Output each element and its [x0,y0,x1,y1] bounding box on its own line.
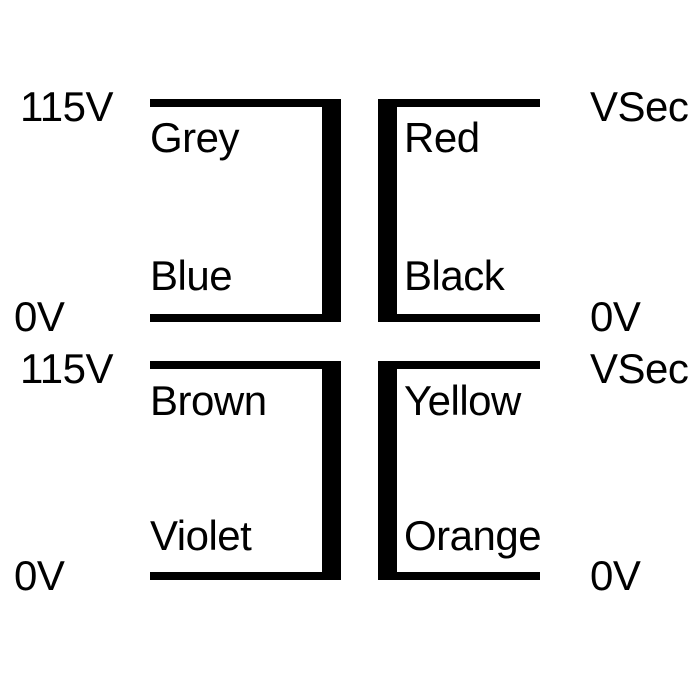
secondary-top-lower-terminal-label: 0V [590,293,641,340]
primary-top-lower-lead [150,314,341,322]
secondary-top-upper-terminal-label: VSec [590,83,689,130]
secondary-top-core-bar [378,103,397,322]
secondary-bottom-lower-wire-label: Orange [404,512,542,559]
secondary-top-lower-lead [378,314,540,322]
primary-top-upper-lead [150,99,341,107]
secondary-bottom-lower-lead [378,572,540,580]
primary-top-upper-terminal-label: 115V [20,83,113,130]
secondary-bottom-lower-terminal-label: 0V [590,552,641,599]
primary-bottom-lower-wire-label: Violet [150,512,252,559]
secondary-bottom-upper-lead [378,361,540,369]
primary-bottom-lower-terminal-label: 0V [14,552,65,599]
secondary-top-upper-lead [378,99,540,107]
primary-bottom-lower-lead [150,572,341,580]
primary-bottom-core-bar [322,365,341,580]
primary-top-lower-wire-label: Blue [150,252,233,299]
secondary-bottom-upper-wire-label: Yellow [404,377,521,424]
secondary-top-lower-wire-label: Black [404,252,505,299]
primary-bottom-upper-wire-label: Brown [150,377,267,424]
secondary-bottom-upper-terminal-label: VSec [590,345,689,392]
primary-top-core-bar [322,103,341,322]
secondary-bottom-core-bar [378,365,397,580]
primary-bottom-upper-terminal-label: 115V [20,345,113,392]
primary-top-lower-terminal-label: 0V [14,293,65,340]
secondary-top-upper-wire-label: Red [404,114,480,161]
primary-bottom-upper-lead [150,361,341,369]
primary-top-upper-wire-label: Grey [150,114,240,161]
